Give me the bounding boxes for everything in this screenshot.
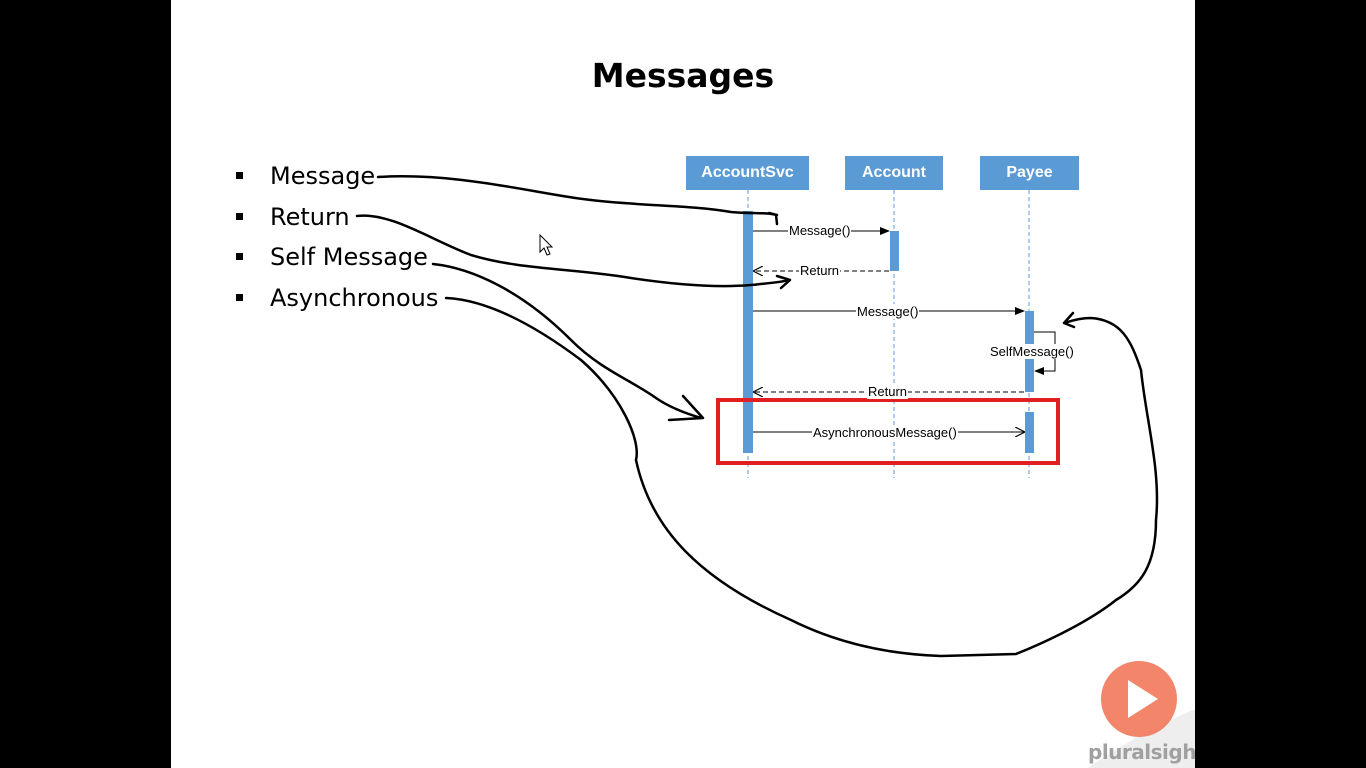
bullet-message: Message — [233, 156, 438, 197]
pluralsight-play-logo-icon — [1088, 661, 1195, 768]
lifeline-header-account: Account — [845, 156, 943, 190]
activation-accountsvc — [743, 211, 753, 453]
bullet-square-icon — [236, 294, 243, 302]
annotation-ink — [355, 175, 1159, 658]
bullet-label: Return — [270, 202, 350, 231]
slide: Messages Message Return Self Message Asy… — [171, 0, 1195, 768]
slide-title: Messages — [591, 56, 775, 95]
highlight-box — [716, 398, 1060, 465]
bullet-label: Message — [270, 162, 376, 190]
lifeline-header-accountsvc: AccountSvc — [686, 156, 809, 190]
activation-payee-2 — [1025, 412, 1034, 453]
activation-account — [890, 231, 899, 271]
bullet-square-icon — [236, 253, 243, 261]
return-label: Return — [867, 384, 909, 399]
sequence-diagram — [355, 175, 1159, 658]
bullet-square-icon — [236, 172, 243, 179]
return-label: Return — [799, 263, 841, 278]
async-message-label: AsynchronousMessage() — [812, 425, 958, 440]
bullet-list: Message Return Self Message Asynchronous — [233, 156, 438, 319]
bullet-square-icon — [236, 212, 243, 220]
bullet-self-message: Self Message — [233, 237, 438, 278]
bullet-return: Return — [233, 197, 438, 238]
mouse-cursor-icon — [539, 233, 554, 256]
bullet-label: Self Message — [270, 243, 428, 272]
bullet-asynchronous: Asynchronous — [233, 278, 438, 319]
message-label: Message() — [856, 304, 920, 319]
pluralsight-logo-text: pluralsight — [1088, 740, 1195, 764]
bullet-label: Asynchronous — [270, 284, 439, 313]
self-message-label: SelfMessage() — [989, 344, 1075, 359]
message-label: Message() — [788, 223, 852, 238]
lifeline-header-payee: Payee — [980, 156, 1079, 190]
